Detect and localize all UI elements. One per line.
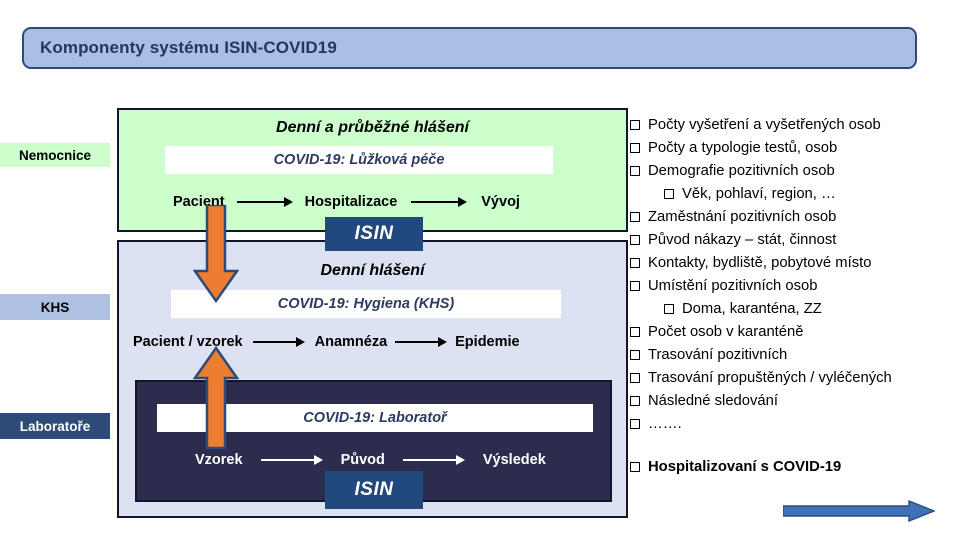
panel-hospital-heading: Denní a průběžné hlášení [276, 119, 469, 136]
panel-hospital-flow: Pacient Hospitalizace Vývoj [173, 194, 520, 210]
checkbox-square-icon [630, 396, 640, 406]
bullet-item: Následné sledování [630, 390, 956, 413]
orange-arrow-up-icon [193, 345, 239, 450]
panel-lab-flow: Vzorek Původ Výsledek [195, 452, 546, 468]
bullet-item: Věk, pohlaví, region, … [630, 183, 956, 206]
page-title: Komponenty systému ISIN-COVID19 [40, 38, 337, 57]
isin-badge-top: ISIN [325, 217, 423, 251]
panel-hospital-subtitle: COVID-19: Lůžková péče [273, 152, 445, 168]
panel-khs-subtitle: COVID-19: Hygiena (KHS) [277, 296, 455, 312]
role-label-lab: Laboratoře [0, 413, 110, 439]
checkbox-square-icon [630, 327, 640, 337]
checkbox-square-icon [630, 419, 640, 429]
bullet-item: Kontakty, bydliště, pobytové místo [630, 252, 956, 275]
bullet-label: Počet osob v karanténě [648, 324, 804, 340]
arrow-right-icon [411, 196, 468, 208]
flow-node-anamneza: Anamnéza [314, 334, 388, 350]
checkbox-square-icon [630, 373, 640, 383]
checkbox-square-icon [630, 350, 640, 360]
blue-arrow-right-icon [783, 500, 935, 522]
bullet-item: Demografie pozitivních osob [630, 160, 956, 183]
bullet-label: Věk, pohlaví, region, … [682, 186, 836, 202]
panel-hospital-subtitle-bar: COVID-19: Lůžková péče [165, 146, 553, 174]
panel-lab-subtitle-bar: COVID-19: Laboratoř [157, 404, 593, 432]
flow-node-vysledek: Výsledek [482, 452, 546, 468]
bullet-item: Doma, karanténa, ZZ [630, 298, 956, 321]
orange-arrow-down-icon [193, 205, 239, 304]
bullet-label: Doma, karanténa, ZZ [682, 301, 822, 317]
panel-khs-heading: Denní hlášení [320, 262, 425, 279]
bullet-item: ……. [630, 413, 956, 436]
bullet-label: Demografie pozitivních osob [648, 163, 835, 179]
bullet-label: Hospitalizovaní s COVID-19 [648, 459, 842, 475]
slide-title-bar: Komponenty systému ISIN-COVID19 [22, 27, 917, 69]
bullet-label: Počty a typologie testů, osob [648, 140, 838, 156]
flow-node-pacient-vzorek: Pacient / vzorek [133, 334, 243, 350]
bullet-label: Zaměstnání pozitivních osob [648, 209, 837, 225]
bullet-item: Trasování pozitivních [630, 344, 956, 367]
checkbox-square-icon [664, 189, 674, 199]
bullet-item: Počty vyšetření a vyšetřených osob [630, 114, 956, 137]
arrow-right-icon [260, 454, 323, 466]
checkbox-square-icon [630, 462, 640, 472]
bullet-item: Počty a typologie testů, osob [630, 137, 956, 160]
bullet-item: Původ nákazy – stát, činnost [630, 229, 956, 252]
bullet-label: Umístění pozitivních osob [648, 278, 818, 294]
arrow-right-icon [236, 196, 293, 208]
bullet-label: Počty vyšetření a vyšetřených osob [648, 117, 881, 133]
checkbox-square-icon [630, 120, 640, 130]
panel-khs-flow: Pacient / vzorek Anamnéza Epidemie [133, 334, 520, 350]
checkbox-square-icon [630, 258, 640, 268]
panel-khs-subtitle-bar: COVID-19: Hygiena (KHS) [171, 290, 561, 318]
bullet-label: Následné sledování [648, 393, 778, 409]
isin-badge-bottom: ISIN [325, 471, 423, 509]
role-label-hospital: Nemocnice [0, 143, 110, 167]
bullet-item: Trasování propuštěných / vyléčených [630, 367, 956, 390]
bullet-item: Hospitalizovaní s COVID-19 [630, 456, 956, 479]
bullet-label: Trasování pozitivních [648, 347, 788, 363]
bullet-item: Umístění pozitivních osob [630, 275, 956, 298]
checkbox-square-icon [630, 212, 640, 222]
bullet-label: Kontakty, bydliště, pobytové místo [648, 255, 872, 271]
bullet-label: Původ nákazy – stát, činnost [648, 232, 837, 248]
flow-node-vzorek: Vzorek [195, 452, 243, 468]
bullet-label: Trasování propuštěných / vyléčených [648, 370, 892, 386]
panel-hospital: Denní a průběžné hlášení COVID-19: Lůžko… [117, 108, 628, 232]
flow-node-vyvoj: Vývoj [481, 194, 520, 210]
bullet-item: Zaměstnání pozitivních osob [630, 206, 956, 229]
checkbox-square-icon [630, 143, 640, 153]
checkbox-square-icon [664, 304, 674, 314]
arrow-right-icon [252, 336, 305, 348]
checkbox-square-icon [630, 235, 640, 245]
bullet-label: ……. [648, 416, 682, 432]
checkbox-square-icon [630, 166, 640, 176]
flow-node-epidemie: Epidemie [455, 334, 520, 350]
arrow-right-icon [402, 454, 465, 466]
bullet-item: Počet osob v karanténě [630, 321, 956, 344]
role-label-khs: KHS [0, 294, 110, 320]
flow-node-hospitalizace: Hospitalizace [304, 194, 398, 210]
flow-node-puvod: Původ [340, 452, 385, 468]
panel-lab-subtitle: COVID-19: Laboratoř [303, 410, 447, 426]
arrow-right-icon [395, 336, 448, 348]
checkbox-square-icon [630, 281, 640, 291]
